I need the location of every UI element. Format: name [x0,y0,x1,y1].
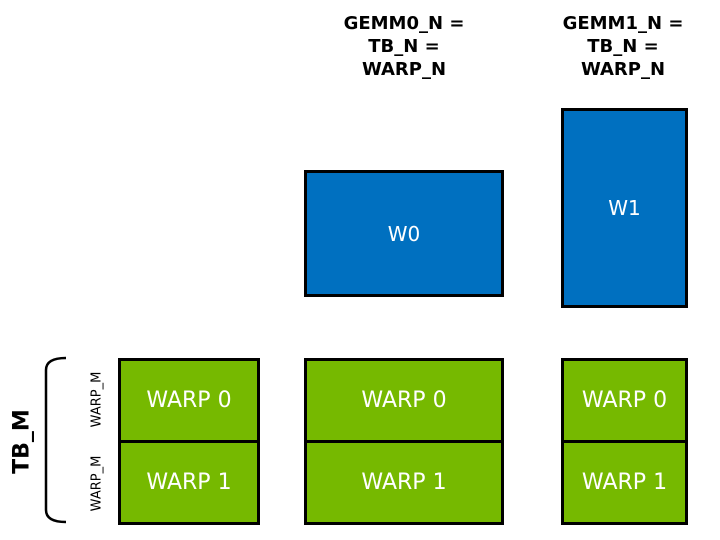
warp-group-right: WARP 0 WARP 1 [561,358,688,525]
warp-group-left: WARP 0 WARP 1 [118,358,260,525]
warp-cell-right-0: WARP 0 [564,361,685,440]
warp-cell-middle-1: WARP 1 [307,440,501,522]
warp-cell-middle-0: WARP 0 [307,361,501,440]
column-header-gemm0: GEMM0_N = TB_N = WARP_N [314,12,494,81]
tb-m-bracket [44,356,67,524]
blue-box-w0: W0 [304,170,504,297]
blue-box-w0-label: W0 [387,221,421,246]
warp-cell-right-1: WARP 1 [564,440,685,522]
warp-cell-left-0: WARP 0 [121,361,257,440]
blue-box-w1: W1 [561,108,688,308]
blue-box-w1-label: W1 [608,196,641,220]
warp-m-label-row0: WARP_M [89,371,105,428]
header-line: TB_N = [587,36,659,57]
header-line: WARP_N [580,59,666,80]
warp-group-middle: WARP 0 WARP 1 [304,358,504,525]
header-line: GEMM1_N = [562,13,684,34]
column-header-gemm1: GEMM1_N = TB_N = WARP_N [533,12,713,81]
header-line: GEMM0_N = [343,13,465,34]
header-line: TB_N = [368,36,440,57]
header-line: WARP_N [361,59,447,80]
warp-m-label-row1: WARP_M [89,455,105,512]
warp-cell-left-1: WARP 1 [121,440,257,522]
tb-m-label: TB_M [9,409,35,474]
